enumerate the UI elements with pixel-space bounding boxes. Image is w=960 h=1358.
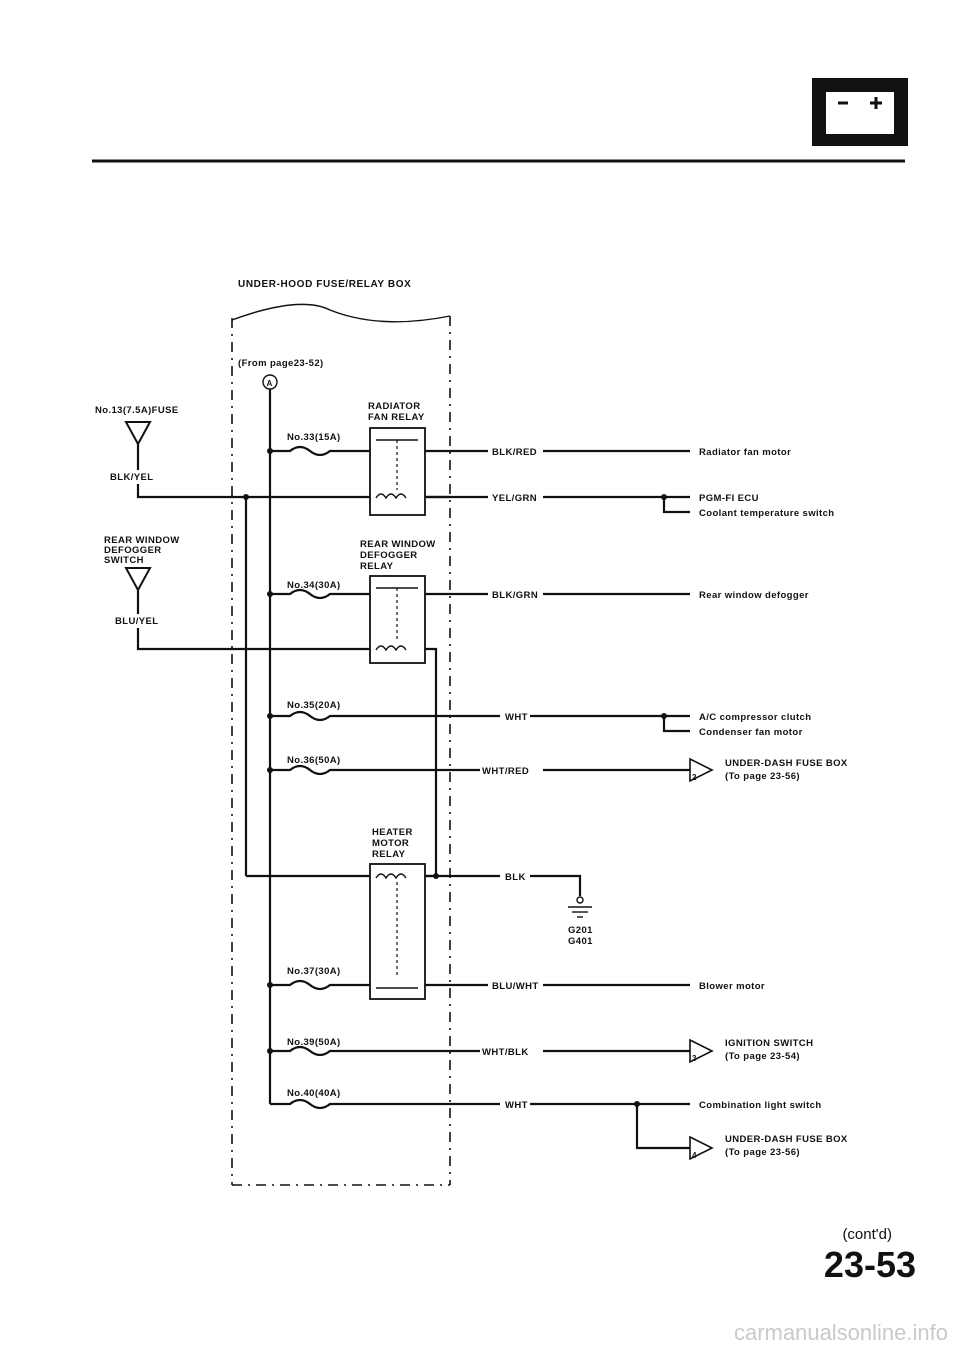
svg-text:4: 4	[692, 1151, 697, 1160]
dest-ignition-switch: IGNITION SWITCH	[725, 1038, 813, 1049]
radiator-relay-label-1: RADIATOR	[368, 401, 420, 412]
continued-label: (cont'd)	[842, 1226, 892, 1243]
fuse-relay-box-outline	[231, 303, 451, 1186]
ground-g401: G401	[568, 936, 593, 947]
defogger-relay-label-2: DEFOGGER	[360, 550, 418, 561]
heater-motor-relay	[369, 863, 426, 1000]
triangle-icon-switch	[124, 567, 152, 614]
wire-wht-1: WHT	[505, 712, 528, 723]
dest-underdash-2: UNDER-DASH FUSE BOX	[725, 1134, 848, 1145]
defogger-relay-label-1: REAR WINDOW	[360, 539, 436, 550]
switch-label-2: DEFOGGER	[104, 545, 162, 556]
ground-icon	[568, 896, 592, 918]
box-title: UNDER-HOOD FUSE/RELAY BOX	[238, 279, 411, 290]
radiator-relay-label-2: FAN RELAY	[368, 412, 425, 423]
dest-pgm-fi-ecu: PGM-FI ECU	[699, 493, 759, 504]
heater-relay-label-1: HEATER	[372, 827, 413, 838]
fuse-37-label: No.37(30A)	[287, 966, 341, 977]
dest-combination-switch: Combination light switch	[699, 1100, 822, 1111]
switch-label-1: REAR WINDOW	[104, 535, 180, 546]
ground-g201: G201	[568, 925, 593, 936]
svg-text:3: 3	[692, 1054, 697, 1063]
defogger-relay	[369, 575, 426, 664]
fuse-36-label: No.36(50A)	[287, 755, 341, 766]
fuse-35-label: No.35(20A)	[287, 700, 341, 711]
dest-underdash-2-ref: (To page 23-56)	[725, 1147, 800, 1158]
connector-3-icon: 3	[689, 1038, 714, 1064]
wire-wht-red: WHT/RED	[482, 766, 529, 777]
heater-relay-label-3: RELAY	[372, 849, 406, 860]
watermark: carmanualsonline.info	[733, 1320, 948, 1345]
dest-underdash-1-ref: (To page 23-56)	[725, 771, 800, 782]
dest-ac-clutch: A/C compressor clutch	[699, 712, 811, 723]
fuse-34-label: No.34(30A)	[287, 580, 341, 591]
heater-relay-label-2: MOTOR	[372, 838, 409, 849]
wire-blk-grn: BLK/GRN	[492, 590, 538, 601]
radiator-fan-relay	[369, 427, 426, 516]
dest-coolant-switch: Coolant temperature switch	[699, 508, 835, 519]
fuse-33-label: No.33(15A)	[287, 432, 341, 443]
dest-condenser-fan: Condenser fan motor	[699, 727, 803, 738]
wire-blk: BLK	[505, 872, 526, 883]
connector-a: A	[262, 374, 278, 390]
from-page-ref: (From page23-52)	[238, 358, 324, 369]
dest-underdash-1: UNDER-DASH FUSE BOX	[725, 758, 848, 769]
wire-blu-wht: BLU/WHT	[492, 981, 539, 992]
wire-blu-yel-run	[136, 628, 438, 652]
fuse-39-label: No.39(50A)	[287, 1037, 341, 1048]
wire-blk-yel-run	[136, 484, 450, 499]
wire-blk-yel: BLK/YEL	[110, 472, 153, 483]
page-number: 23-53	[823, 1244, 916, 1285]
dest-radiator-fan-motor: Radiator fan motor	[699, 447, 791, 458]
dest-ignition-ref: (To page 23-54)	[725, 1051, 800, 1062]
fuse-13-label: No.13(7.5A)FUSE	[95, 405, 179, 416]
svg-text:2: 2	[692, 773, 697, 782]
triangle-icon-fuse13	[124, 421, 152, 470]
fuse-40-label: No.40(40A)	[287, 1088, 341, 1099]
connector-4-icon: 4	[689, 1135, 714, 1161]
defogger-relay-label-3: RELAY	[360, 561, 394, 572]
battery-icon	[812, 78, 908, 146]
dest-rear-window-defogger: Rear window defogger	[699, 590, 809, 601]
svg-text:A: A	[267, 379, 273, 388]
switch-label-3: SWITCH	[104, 555, 144, 566]
dest-blower-motor: Blower motor	[699, 981, 765, 992]
wire-blk-red: BLK/RED	[492, 447, 537, 458]
wire-yel-grn: YEL/GRN	[492, 493, 537, 504]
wire-wht-2: WHT	[505, 1100, 528, 1111]
wire-wht-blk: WHT/BLK	[482, 1047, 529, 1058]
connector-2-icon: 2	[689, 757, 714, 783]
wire-blu-yel: BLU/YEL	[115, 616, 158, 627]
